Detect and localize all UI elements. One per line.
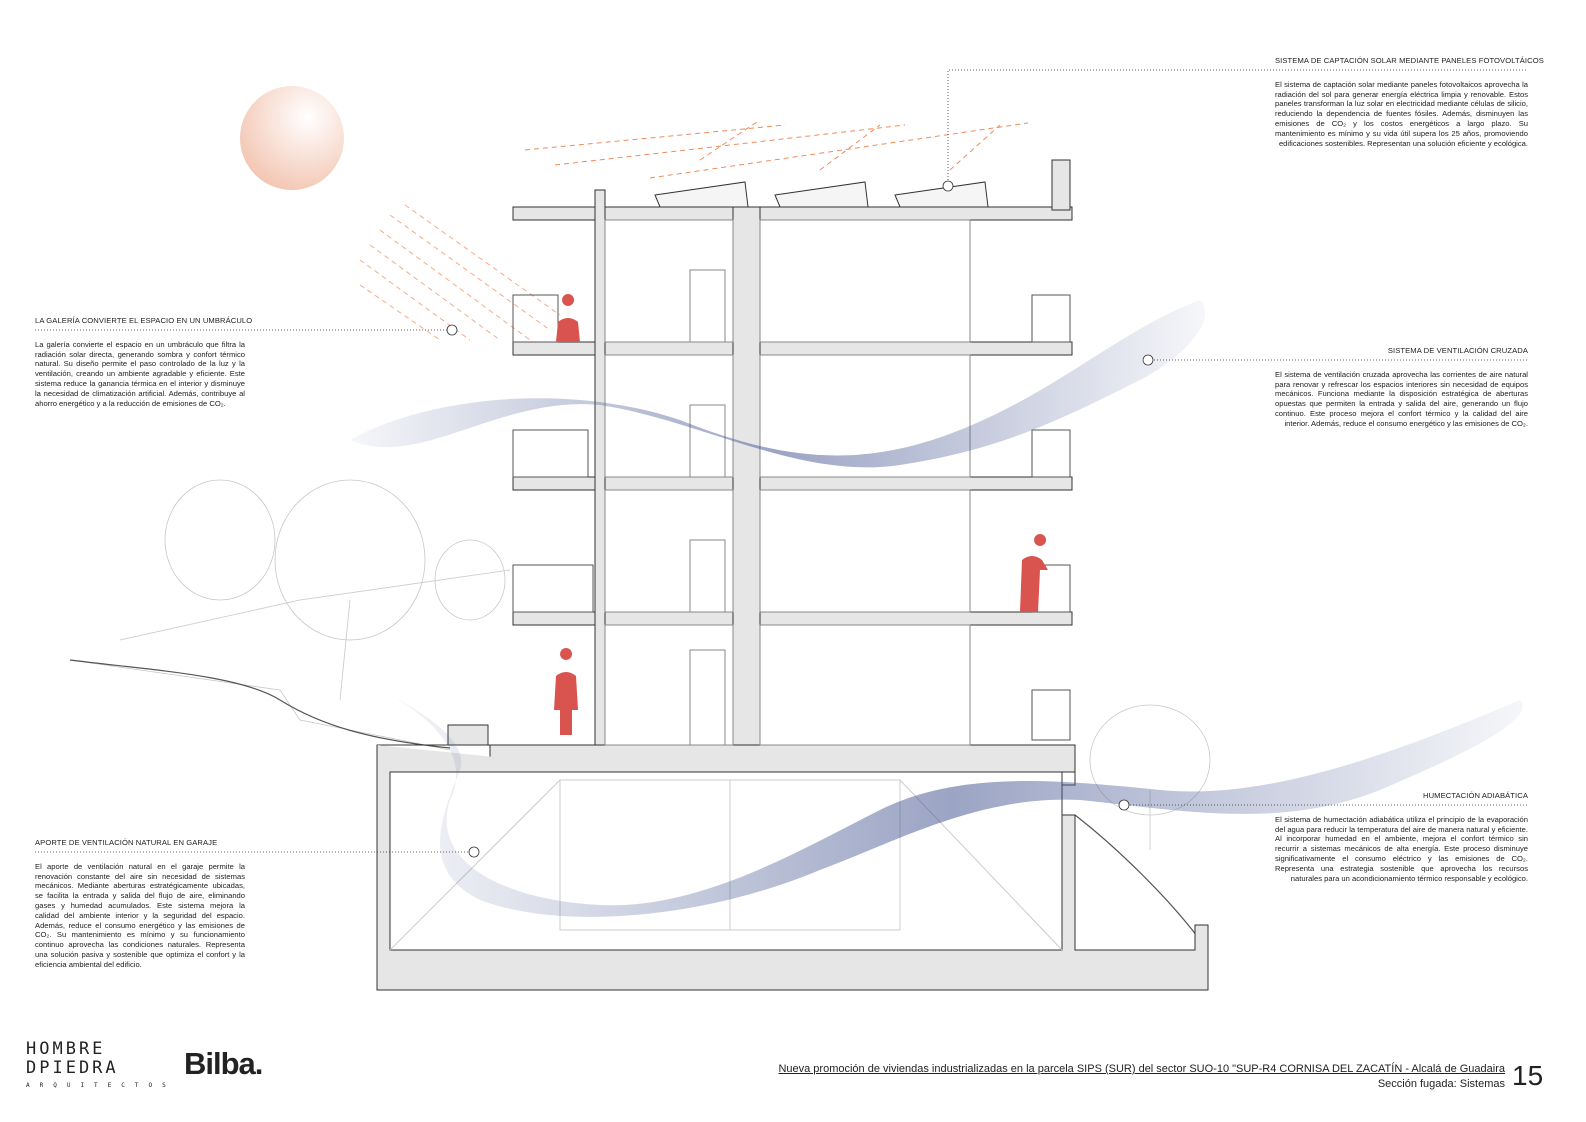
logo-sub: ARQUITECTOS: [26, 1082, 176, 1089]
bilba-logo: Bilba.: [184, 1046, 263, 1081]
human-figures: [554, 294, 1048, 735]
note-title: SISTEMA DE CAPTACIÓN SOLAR MEDIANTE PANE…: [1275, 56, 1544, 65]
note-ventilacion: SISTEMA DE VENTILACIÓN CRUZADA El sistem…: [1275, 346, 1528, 429]
project-title: Nueva promoción de viviendas industriali…: [778, 1063, 1505, 1075]
leader-markers: [446, 180, 1154, 858]
note-garaje: APORTE DE VENTILACIÓN NATURAL EN GARAJE …: [35, 838, 245, 970]
sun-icon: [240, 86, 344, 190]
note-title: SISTEMA DE VENTILACIÓN CRUZADA: [1387, 346, 1528, 355]
note-title: LA GALERÍA CONVIERTE EL ESPACIO EN UN UM…: [35, 316, 253, 325]
note-humectacion: HUMECTACIÓN ADIABÁTICA El sistema de hum…: [1275, 791, 1528, 883]
logo-line1: HOMBRE: [26, 1039, 106, 1059]
logo-line2: DPIEDRA: [26, 1058, 119, 1078]
note-title: APORTE DE VENTILACIÓN NATURAL EN GARAJE: [35, 838, 218, 847]
note-body: La galería convierte el espacio en un um…: [35, 339, 245, 408]
note-body: El sistema de humectación adiabática uti…: [1275, 814, 1528, 883]
solar-rays: [524, 119, 1029, 179]
sheet-title: Sección fugada: Sistemas: [1377, 1078, 1505, 1090]
note-body: El sistema de ventilación cruzada aprove…: [1275, 369, 1528, 428]
note-solar: SISTEMA DE CAPTACIÓN SOLAR MEDIANTE PANE…: [1275, 56, 1544, 148]
airflow-ribbons: [350, 300, 1523, 917]
page-number: 15: [1512, 1060, 1544, 1091]
note-body: El aporte de ventilación natural en el g…: [35, 861, 245, 969]
note-galeria: LA GALERÍA CONVIERTE EL ESPACIO EN UN UM…: [35, 316, 253, 408]
leader-lines: [35, 69, 1528, 853]
galeria-sun-rays: [359, 204, 561, 341]
trees-sketch: [69, 479, 1211, 850]
note-title: HUMECTACIÓN ADIABÁTICA: [1422, 791, 1528, 800]
note-body: El sistema de captación solar mediante p…: [1275, 79, 1528, 148]
hombre-piedra-logo: HOMBRE DPIEDRA ARQUITECTOS: [26, 1040, 176, 1091]
terrain-right: [1074, 814, 1201, 941]
terrain-line: [69, 659, 451, 749]
